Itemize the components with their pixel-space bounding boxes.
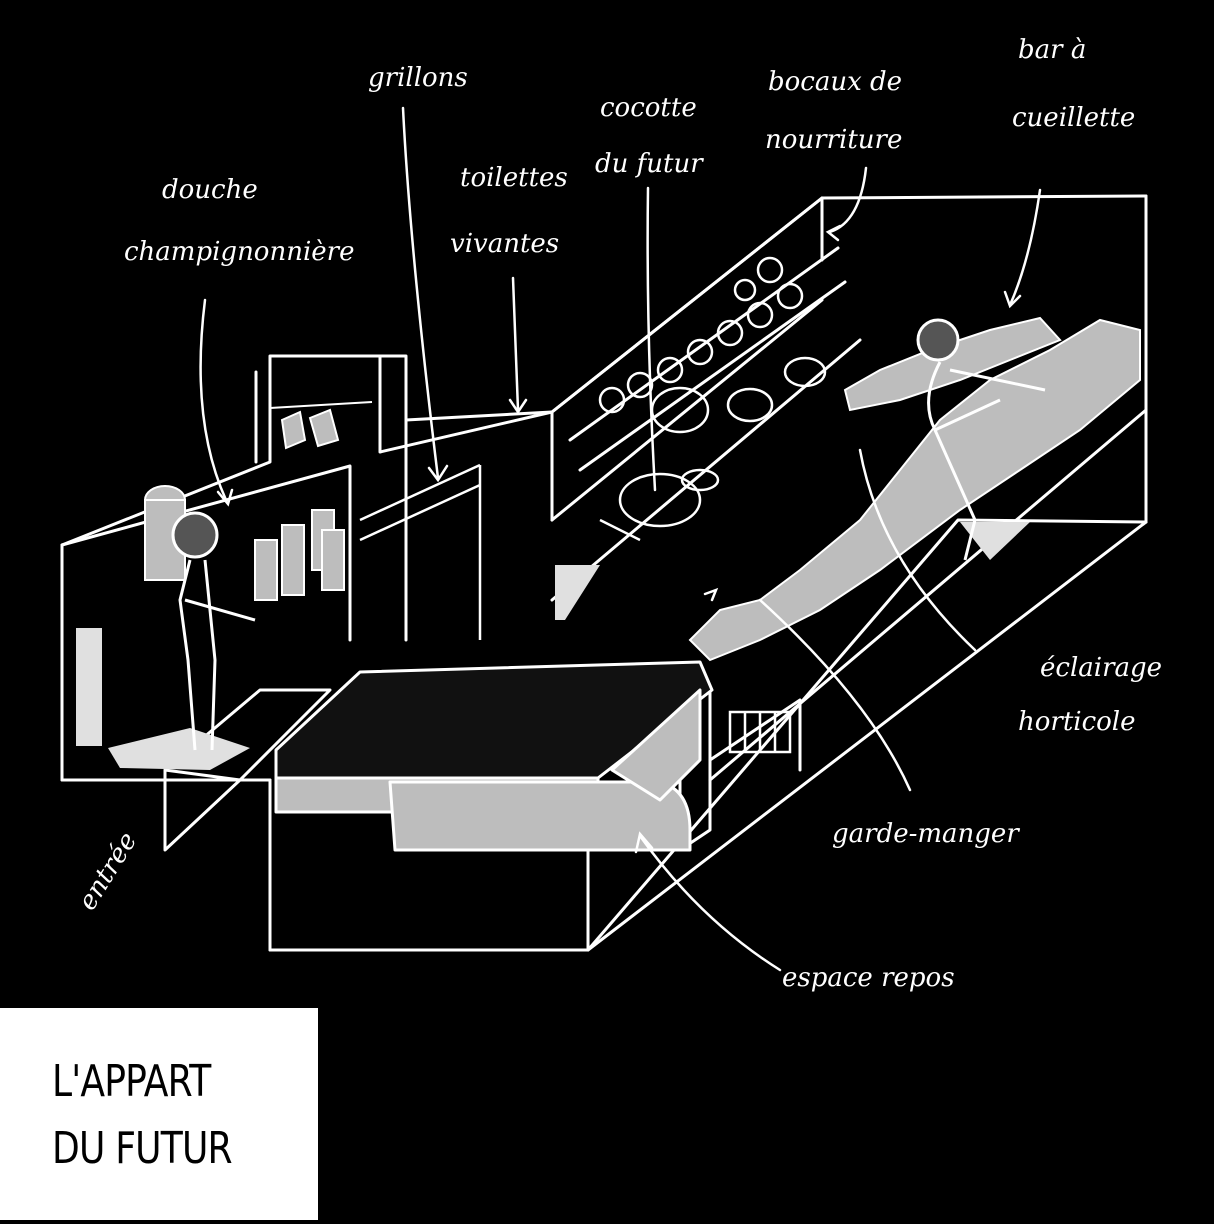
- espace-repos-bed: [274, 660, 714, 852]
- label-eclairage-line2: horticole: [1018, 707, 1136, 737]
- label-garde-manger: garde-manger: [832, 819, 1020, 849]
- leader-arrows: [199, 106, 1042, 972]
- title-line-2: DU FUTUR: [52, 1123, 233, 1174]
- label-douche-line1: douche: [162, 175, 258, 205]
- title-card: L'APPART DU FUTUR: [0, 1008, 318, 1220]
- label-eclairage-line1: éclairage: [1040, 653, 1162, 683]
- label-bar-line1: bar à: [1018, 35, 1086, 65]
- label-bocaux-line2: nourriture: [765, 125, 902, 155]
- bar-cueillette-plants: [688, 316, 1141, 662]
- person-shower: [171, 511, 256, 751]
- label-cocotte-line2: du futur: [595, 149, 704, 179]
- floor-light-patches: [76, 522, 1030, 770]
- label-toilettes-line1: toilettes: [460, 163, 568, 193]
- bocaux-jars: [598, 256, 827, 434]
- label-bar-line2: cueillette: [1012, 103, 1135, 133]
- label-entree: entrée: [72, 827, 143, 916]
- label-espace-repos: espace repos: [782, 963, 955, 993]
- garde-manger-crate: [728, 710, 792, 754]
- person-bar: [916, 318, 1046, 561]
- title-line-1: L'APPART: [52, 1056, 211, 1107]
- label-bocaux-line1: bocaux de: [768, 67, 902, 97]
- label-douche-line2: champignonnière: [124, 237, 354, 267]
- grillons-cabinet: [359, 463, 482, 640]
- label-toilettes-line2: vivantes: [450, 229, 559, 259]
- hanging-clothes: [269, 401, 373, 450]
- label-cocotte-line1: cocotte: [600, 93, 697, 123]
- cocotte-du-futur: [599, 468, 720, 542]
- label-grillons: grillons: [368, 63, 468, 93]
